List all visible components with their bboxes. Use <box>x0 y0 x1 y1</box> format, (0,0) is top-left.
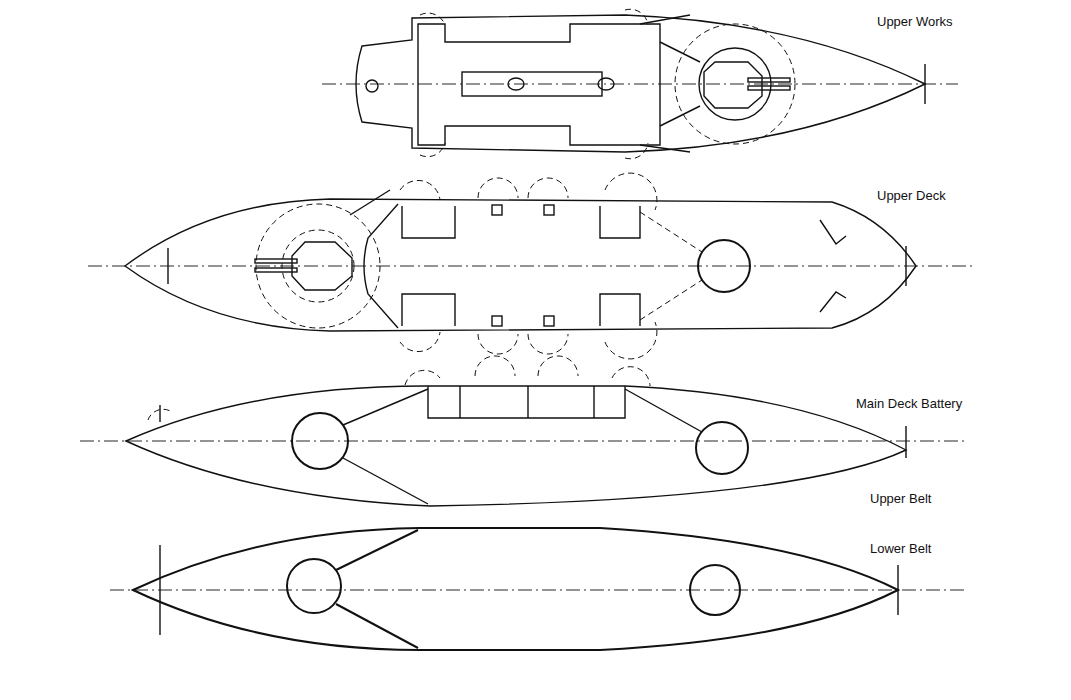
barbette <box>282 230 354 302</box>
gun-mount <box>544 316 554 326</box>
deckhouse <box>462 72 602 96</box>
bulkhead-line <box>640 212 702 252</box>
tick <box>905 246 906 286</box>
gun-arc <box>420 143 445 157</box>
plan-label: Main Deck Battery <box>854 396 964 412</box>
superstructure <box>418 24 660 145</box>
gun-arc <box>528 178 568 198</box>
hull-outline <box>133 528 898 650</box>
centre-line <box>80 441 968 442</box>
gun-arc <box>400 332 440 352</box>
bulkhead-line <box>343 389 428 425</box>
tick <box>905 426 906 458</box>
barbette <box>292 413 348 469</box>
casemate <box>402 294 455 326</box>
gun-mount <box>544 205 554 215</box>
gun-arc <box>400 180 440 200</box>
gun-arc <box>478 334 518 354</box>
gun-barrel <box>748 78 790 82</box>
gun-arc <box>478 178 518 198</box>
armour-bulkhead <box>364 204 398 328</box>
gun-arc <box>528 334 568 354</box>
gun-arc <box>420 13 445 25</box>
bulkhead-line <box>350 190 390 215</box>
casemate <box>402 206 455 238</box>
tick <box>167 248 168 284</box>
centre-line <box>88 266 972 267</box>
gun-arc <box>475 356 515 376</box>
battery-division <box>593 386 594 418</box>
tick <box>897 565 898 615</box>
bulkhead-line <box>343 458 428 504</box>
barbette <box>287 559 341 613</box>
gun-arc <box>405 370 440 385</box>
plan-label: Upper Works <box>875 14 955 30</box>
gun-arc <box>625 9 648 25</box>
funnel <box>508 78 524 90</box>
bow-gun <box>820 292 846 312</box>
turret <box>292 242 352 290</box>
gun-barrel <box>748 86 790 90</box>
plan-label: Upper Deck <box>875 188 948 204</box>
funnel <box>598 78 614 90</box>
battery-division <box>459 386 460 418</box>
tick <box>924 64 925 104</box>
turret <box>704 62 762 108</box>
hull-outline <box>126 386 906 506</box>
barbette <box>699 48 771 120</box>
casemate <box>600 206 640 238</box>
turret-arc <box>256 204 380 328</box>
gun-barrel <box>255 259 297 263</box>
barbette <box>698 240 750 292</box>
gun-arc <box>605 322 657 359</box>
turret-arc <box>675 24 795 144</box>
gun-arc <box>538 356 578 376</box>
lower-belt-plan <box>110 528 965 650</box>
plan-label: Lower Belt <box>868 541 933 557</box>
battery <box>428 386 625 418</box>
upper-works-plan <box>322 9 958 158</box>
plan-label: Upper Belt <box>868 491 933 507</box>
gun-mount <box>492 316 502 326</box>
main-deck-plan <box>80 356 968 506</box>
hull-outline <box>125 199 916 331</box>
gun-barrel <box>255 268 297 272</box>
gun-arc <box>625 143 648 159</box>
casemate <box>600 294 640 326</box>
tick <box>159 405 160 422</box>
bulkhead-line <box>336 604 418 648</box>
gun-arc <box>612 367 650 386</box>
barbette <box>690 565 740 615</box>
mast <box>366 80 378 92</box>
bulkhead-line <box>625 389 702 432</box>
gun-mount <box>492 205 502 215</box>
bulkhead-line <box>640 15 690 24</box>
bulkhead-line <box>336 530 418 570</box>
gun-arc <box>605 173 657 210</box>
upper-deck-plan <box>88 173 972 359</box>
bow-gun <box>820 220 846 244</box>
tick <box>159 545 160 635</box>
bulkhead-line <box>640 145 690 152</box>
battery-division <box>527 386 528 418</box>
hull-outline <box>356 15 925 152</box>
bulkhead-line <box>640 280 702 320</box>
barbette <box>696 422 748 474</box>
centre-line <box>110 590 965 591</box>
